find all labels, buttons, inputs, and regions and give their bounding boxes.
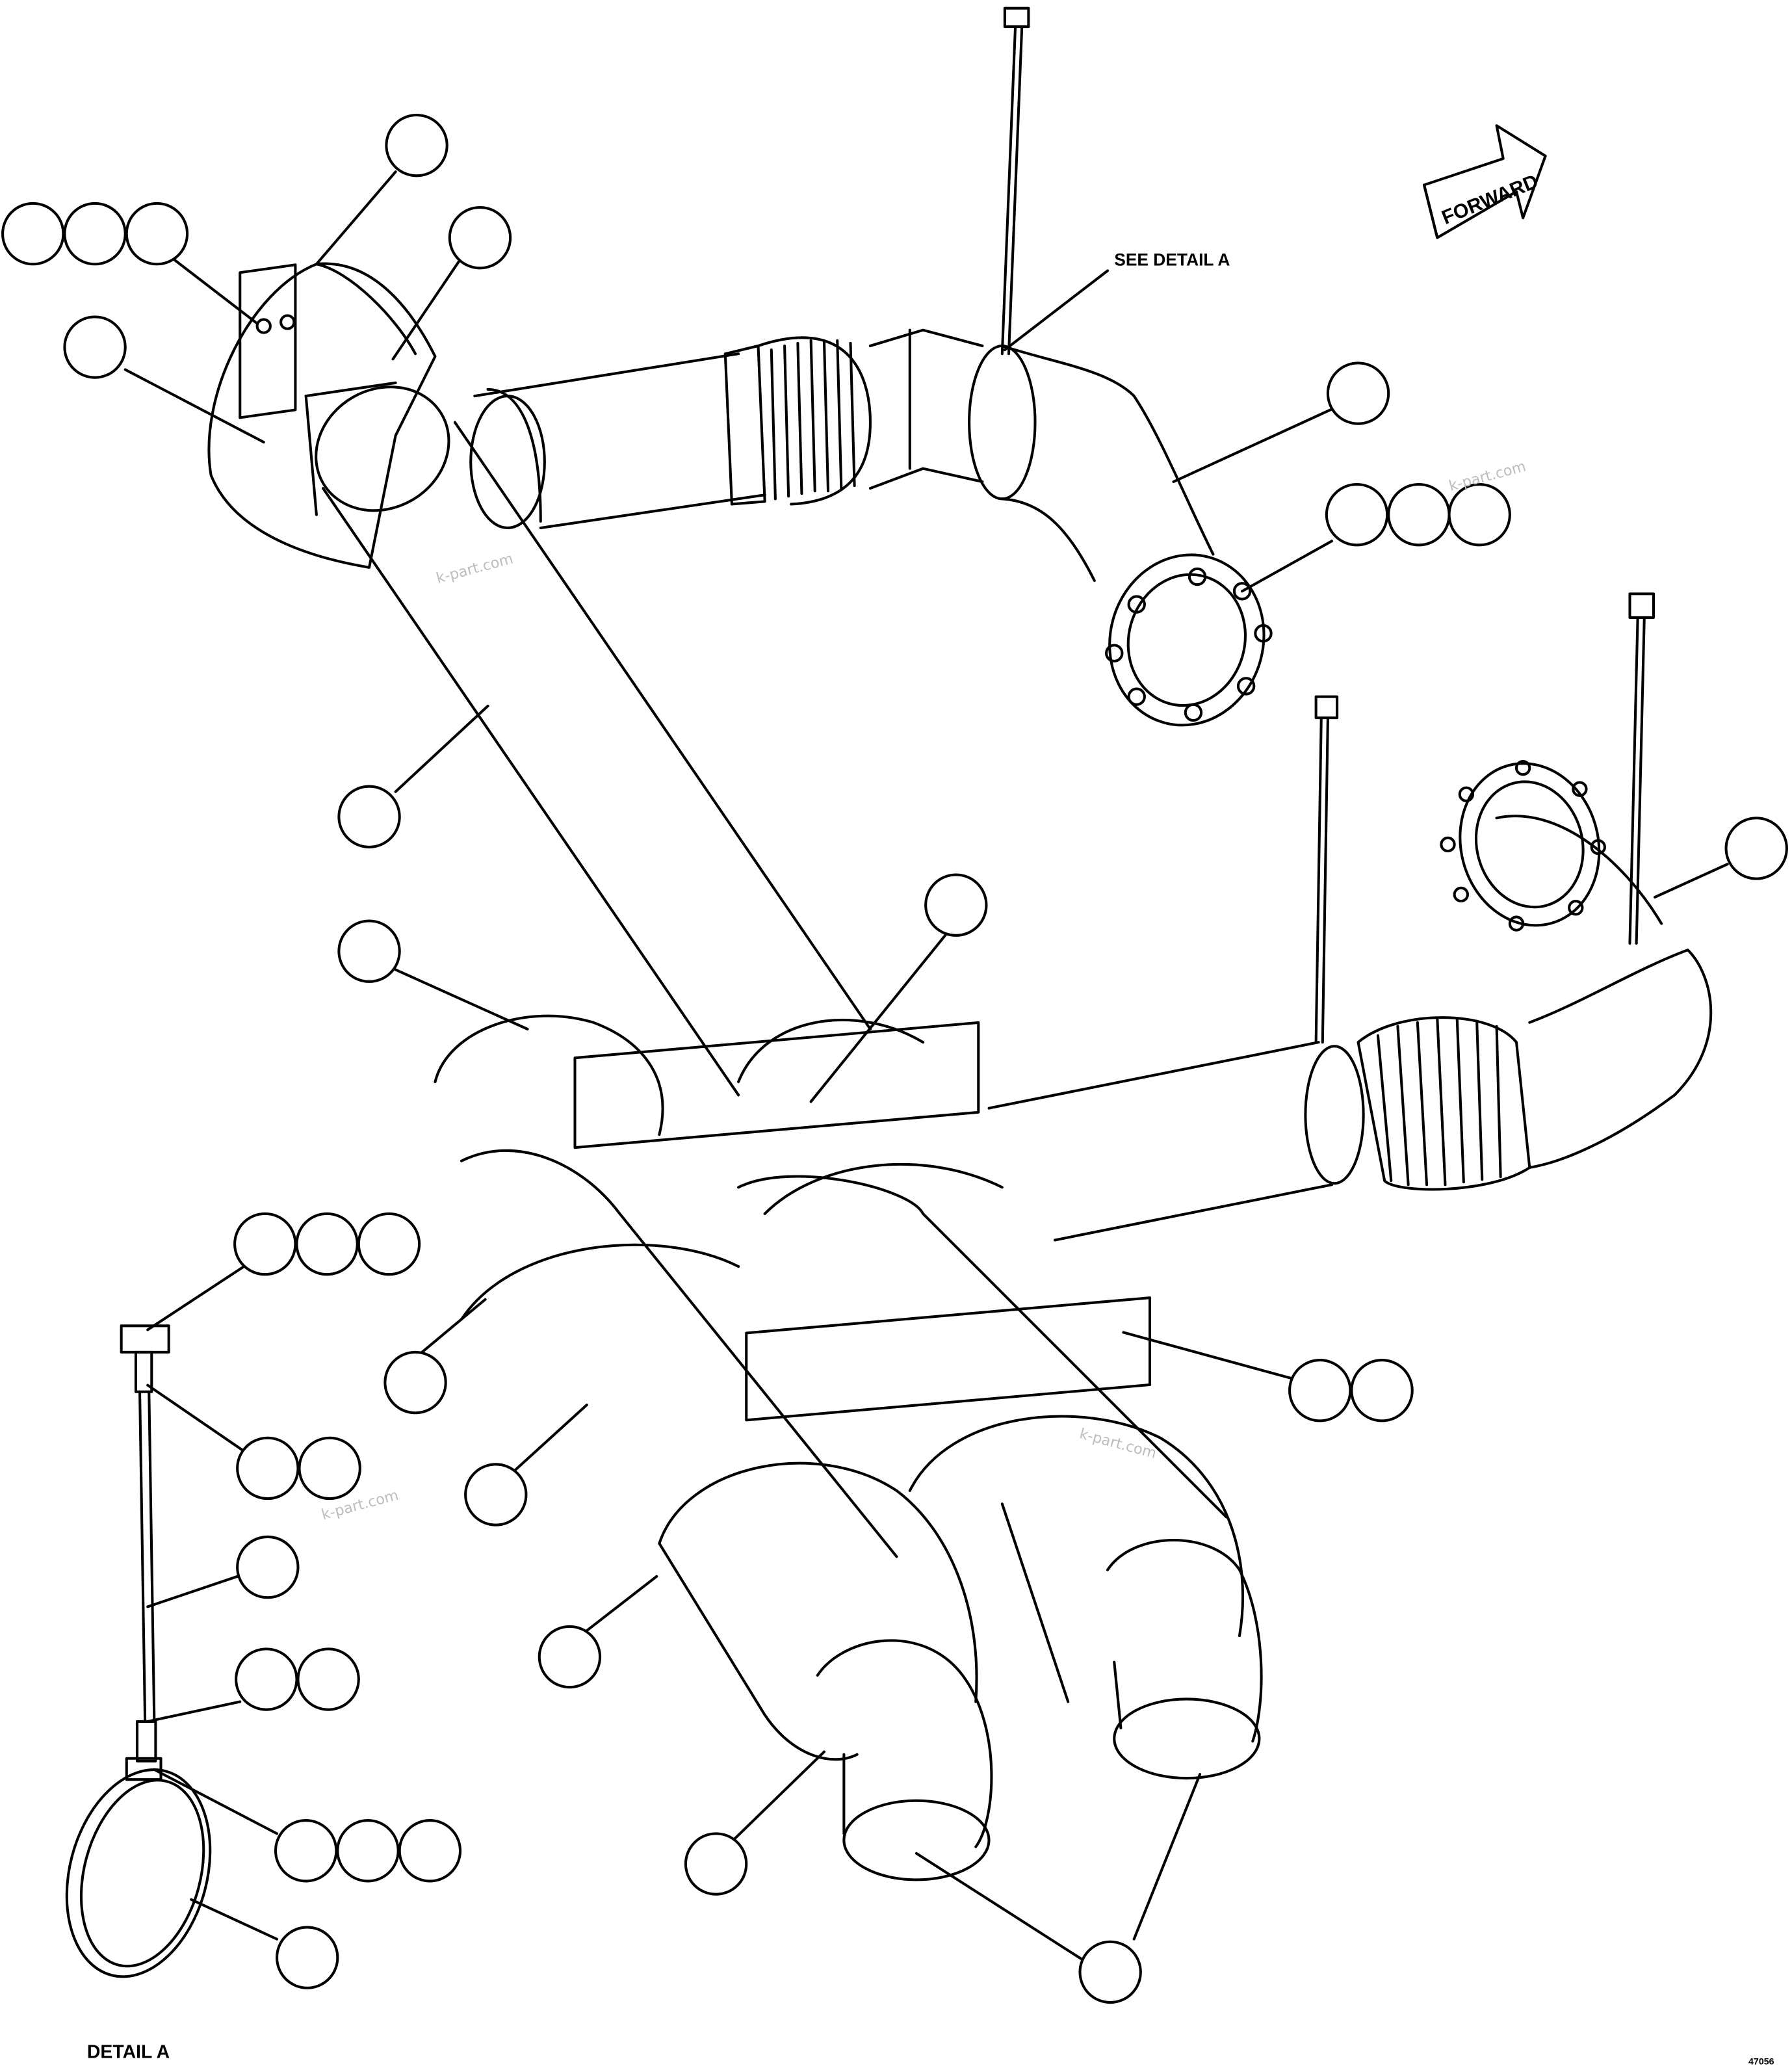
callout-balloon: [464, 1463, 528, 1526]
callout-balloon: [924, 873, 988, 937]
left-elbow-assembly: [207, 262, 437, 569]
callout-balloon: [274, 1819, 338, 1883]
lower-right-pipe: [987, 760, 1713, 1242]
upper-muffler-bracket: [573, 1021, 980, 1149]
callout-balloon: [236, 1436, 300, 1500]
callout-balloon: [295, 1212, 359, 1276]
figure-number: 47056: [1748, 2056, 1774, 2067]
callout-balloon: [684, 1832, 748, 1896]
right-tailpipe-outlet: [1113, 1697, 1261, 1780]
callout-balloon: [235, 1647, 298, 1711]
detail-a-hanger: [65, 1324, 212, 1978]
callout-balloon: [336, 1819, 400, 1883]
hanger-rods: [1000, 7, 1656, 1044]
detail-a-clamp-ring: [65, 1768, 212, 1978]
left-tailpipe-outlet: [842, 1799, 991, 1881]
see-detail-label: SEE DETAIL A: [1114, 250, 1230, 269]
callout-balloon: [1, 202, 65, 266]
callout-balloon: [398, 1819, 462, 1883]
callout-balloon: [63, 315, 127, 379]
callout-balloon: [357, 1212, 421, 1276]
tailpipes: [816, 1539, 1263, 1881]
callout-balloon: [236, 1535, 300, 1599]
callout-balloon: [337, 785, 401, 848]
callout-balloon: [1325, 482, 1389, 547]
hanger-rod-top: [1000, 25, 1017, 356]
callout-balloon: [538, 1625, 602, 1689]
upper-crossover-pipe: [469, 328, 1037, 529]
upper-flange: [1108, 553, 1266, 727]
upper-flange-bolts: [1105, 567, 1273, 722]
leader-lines: [123, 170, 1729, 1961]
callout-balloon: [1448, 482, 1511, 547]
lower-flange: [1459, 762, 1601, 927]
callout-balloon: [296, 1647, 360, 1711]
lower-flange-bolts: [1440, 760, 1606, 932]
muffler-assembly: [434, 1014, 1245, 1761]
callout-balloon: [125, 202, 189, 266]
callout-balloon: [1724, 817, 1788, 880]
callout-balloons: [1, 113, 1788, 2004]
callout-balloon: [448, 205, 512, 270]
mounting-bracket: [239, 263, 297, 419]
lower-flex-bellows: [1357, 1016, 1531, 1191]
upper-right-elbow: [1000, 344, 1273, 727]
callout-balloon: [383, 1350, 447, 1415]
callout-balloon: [63, 202, 127, 266]
forward-arrow-label: FORWARD: [1438, 170, 1541, 229]
callout-balloon: [1350, 1359, 1414, 1422]
callout-balloon: [275, 1926, 339, 1989]
detail-a-label: DETAIL A: [87, 2041, 170, 2062]
callout-balloon: [385, 113, 448, 177]
diagonal-pipe: [315, 386, 872, 1097]
hanger-rod-right: [1628, 616, 1639, 945]
callout-balloon: [1387, 482, 1451, 547]
callout-balloon: [233, 1212, 297, 1276]
lower-muffler-bracket: [745, 1296, 1152, 1422]
callout-balloon: [298, 1436, 361, 1500]
callout-balloon: [1078, 1940, 1142, 2004]
hanger-rod-middle: [1314, 718, 1323, 1044]
callout-balloon: [1288, 1359, 1352, 1422]
upper-flex-bellows: [723, 336, 872, 506]
watermark: k-part.com: [434, 550, 515, 587]
callout-balloon: [337, 919, 401, 983]
callout-balloon: [1326, 361, 1390, 425]
forward-arrow-icon: [1422, 124, 1547, 239]
